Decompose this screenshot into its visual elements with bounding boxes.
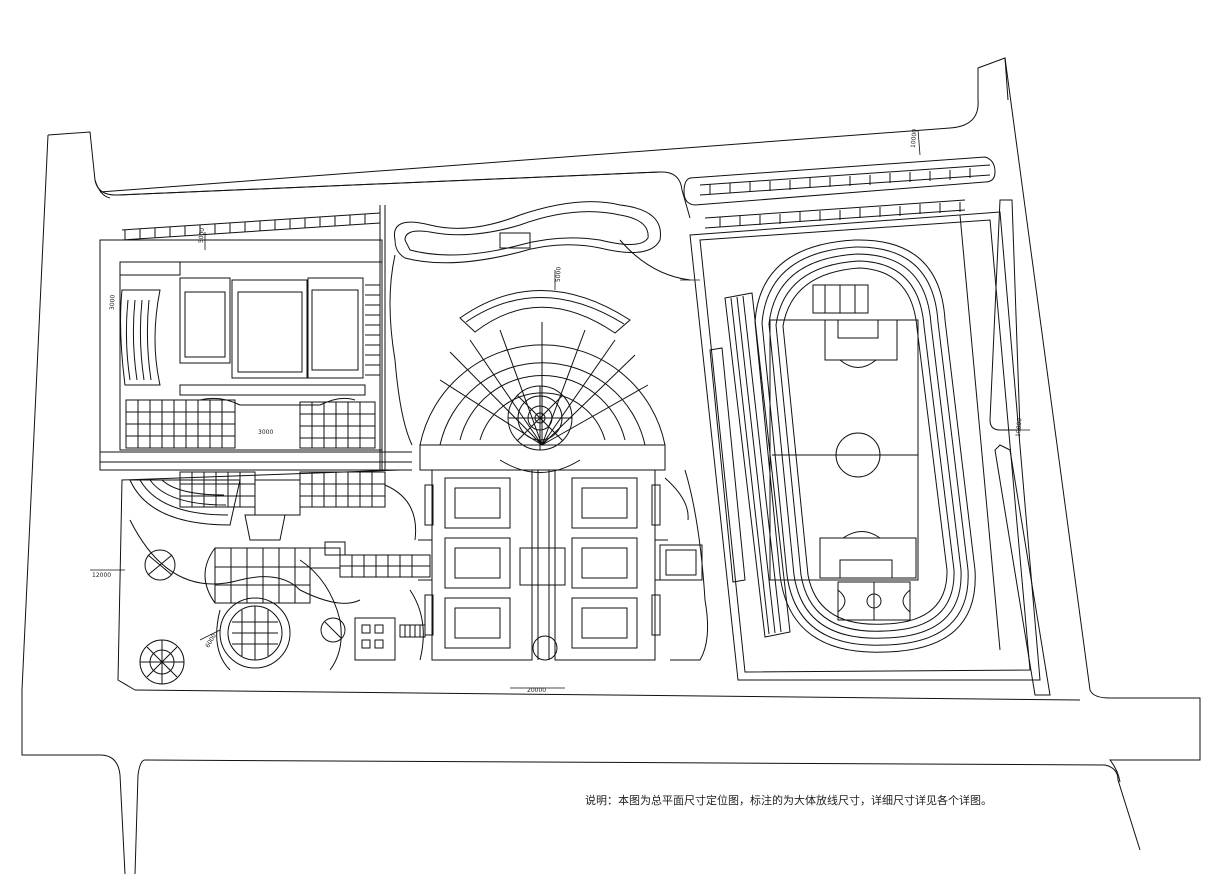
- football-pitch: [769, 319, 919, 581]
- road-network: [21, 57, 1201, 875]
- north-road: [117, 171, 661, 196]
- south-road-lower: [144, 759, 1141, 851]
- dim-top-road: 10000: [910, 129, 919, 149]
- fan-plaza: [129, 479, 241, 526]
- parking-stalls-nw: [121, 212, 381, 241]
- west-paving-grid: [125, 399, 376, 449]
- teaching-buildings: [418, 469, 668, 661]
- ne-parking-strip: [683, 156, 996, 206]
- sw-garden: [129, 471, 431, 685]
- tree-cluster-sw: [139, 549, 346, 685]
- round-plaza: [219, 597, 291, 669]
- gymnasium-hall-c: [307, 277, 364, 379]
- dim-west-road: 12000: [92, 572, 111, 579]
- running-track-outer: [754, 239, 976, 653]
- grandstand: [709, 292, 791, 638]
- parking-stalls-ne: [699, 164, 991, 229]
- arc-colonnade: [459, 290, 631, 334]
- drawing-note: 说明：本图为总平面尺寸定位图，标注的为大体放线尺寸，详细尺寸详见各个详图。: [585, 794, 992, 807]
- east-road: [1004, 57, 1201, 783]
- sports-ground: [689, 211, 1041, 681]
- sports-ground-boundary: [689, 211, 1041, 681]
- dim-plaza-west: 3000: [258, 429, 273, 436]
- dim-east-road: 10000: [1015, 418, 1024, 438]
- dim-parking-left: 3000: [109, 294, 117, 310]
- dim-garden: 6000: [204, 632, 218, 649]
- gymnasium-hall-a: [179, 277, 231, 364]
- dimension-ticks: [90, 129, 1030, 689]
- dim-north-strip: 5000: [198, 227, 206, 243]
- square-grid-plaza: [204, 547, 311, 604]
- main-axis-road: [100, 451, 412, 471]
- west-road-inner: [21, 134, 126, 875]
- gymnasium-hall-b: [231, 279, 308, 379]
- west-amphitheatre: [120, 289, 161, 386]
- central-complex: [379, 201, 709, 661]
- semicircle-plaza: [419, 344, 666, 446]
- centre-circle: [835, 432, 881, 478]
- dim-pond: 5000: [555, 266, 563, 282]
- north-road-edge: [99, 57, 1009, 193]
- west-building-block: [99, 239, 383, 471]
- dimension-labels: 10000 5000 3000 3000 12000 10000 20000 5…: [92, 129, 1023, 694]
- dim-south-gate: 20000: [527, 687, 546, 694]
- pond: [393, 201, 661, 264]
